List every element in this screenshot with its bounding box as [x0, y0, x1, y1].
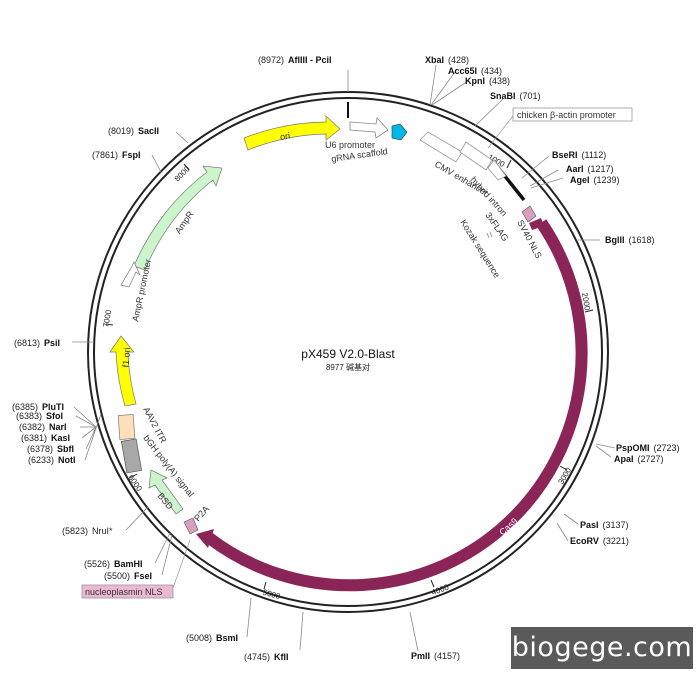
feature-label-3xflag: 3xFLAG — [483, 210, 510, 243]
site-lines — [72, 64, 616, 652]
feature-3xflag-mark-2 — [489, 231, 493, 238]
chicken-actin-leader — [487, 115, 514, 149]
feature-grna-scaffold[interactable] — [391, 123, 408, 141]
site-fspI[interactable]: (7861)FspI — [92, 150, 141, 160]
feature-sv40-nls[interactable] — [521, 205, 537, 223]
chicken-actin-label-box — [512, 107, 633, 122]
site-ecoRV[interactable]: EcoRV(3221) — [570, 536, 629, 546]
watermark-logo: biogege.com — [511, 627, 693, 669]
scale-ticks — [105, 159, 594, 590]
feature-bsd[interactable] — [148, 469, 184, 515]
feature-label-nucleoplasmin-nls: nucleoplasmin NLS — [85, 587, 163, 597]
feature-cmv-enhancer-arrow[interactable] — [419, 131, 463, 163]
site-sbfI[interactable]: (6378)SbfI — [27, 444, 74, 454]
backbone-inner — [93, 97, 603, 607]
site-aarI[interactable]: AarI(1217) — [566, 164, 614, 174]
feature-bgh-polya[interactable] — [120, 438, 143, 474]
nucleoplasmin-leader — [172, 539, 191, 589]
site-pasI[interactable]: PasI(3137) — [580, 520, 629, 530]
site-bsmI[interactable]: (5008)BsmI — [186, 633, 238, 643]
site-narI[interactable]: (6382)NarI — [19, 422, 67, 432]
site-aflIII-pciI[interactable]: (8972)AflIII - PciI — [258, 55, 332, 65]
site-sacII[interactable]: (8019)SacII — [108, 126, 159, 136]
site-pspOMI[interactable]: PspOMI(2723) — [616, 443, 680, 453]
feature-label-chicken-actin-promoter: chicken β-actin promoter — [517, 110, 616, 120]
site-snaBI[interactable]: SnaBI(701) — [490, 91, 541, 101]
site-fseI[interactable]: (5500)FseI — [104, 571, 152, 581]
site-psiI[interactable]: (6813)PsiI — [14, 338, 60, 348]
tick-label-7000: 7000 — [101, 309, 113, 329]
feature-label-u6-promoter: U6 promoter — [325, 140, 375, 150]
feature-3xflag-mark — [486, 232, 490, 239]
site-kpnI[interactable]: KpnI(438) — [465, 76, 510, 86]
feature-u6-promoter[interactable] — [349, 117, 389, 139]
feature-label-p2a: P2A — [192, 504, 211, 523]
feature-chicken-actin-promoter-arrow[interactable] — [459, 141, 493, 171]
site-bseRI[interactable]: BseRI(1112) — [552, 150, 606, 160]
site-bglII[interactable]: BglII(1618) — [605, 235, 655, 245]
plasmid-name: pX459 V2.0-Blast — [301, 347, 395, 361]
nucleoplasmin-label-box — [81, 584, 174, 599]
tick-label-8000: 8000 — [173, 164, 192, 183]
feature-label-ori: ori — [279, 131, 291, 143]
site-acc65I[interactable]: Acc65I(434) — [448, 66, 502, 76]
feature-label-f1-ori: f1 ori — [121, 347, 133, 368]
feature-hybrid-intron-arrow[interactable] — [487, 159, 507, 181]
feature-cas9-start[interactable] — [529, 218, 544, 230]
feature-f1-ori[interactable] — [109, 335, 137, 407]
feature-aav2-itr[interactable] — [117, 414, 136, 440]
site-pluTI[interactable]: (6385)PluTI — [12, 402, 64, 412]
site-ageI[interactable]: AgeI(1239) — [570, 175, 620, 185]
site-nruI[interactable]: (5823)NruI* — [62, 526, 113, 536]
feature-cas9-arrowhead[interactable] — [196, 529, 214, 548]
feature-ampr-promoter[interactable] — [120, 261, 141, 288]
site-notI[interactable]: (6233)NotI — [28, 455, 76, 465]
plasmid-size: 8977 碱基对 — [326, 362, 370, 372]
feature-ampr[interactable] — [133, 165, 223, 271]
feature-cas9-arc[interactable] — [205, 219, 588, 592]
site-apaI[interactable]: ApaI(2727) — [614, 454, 664, 464]
feature-ori[interactable] — [243, 115, 341, 151]
feature-p2a[interactable] — [183, 517, 199, 535]
site-xbaI[interactable]: XbaI(428) — [425, 55, 469, 65]
site-kasI[interactable]: (6381)KasI — [21, 433, 70, 443]
site-bamHI[interactable]: (5526)BamHI — [84, 559, 143, 569]
site-kflI[interactable]: (4745)KflI — [244, 652, 289, 662]
site-pmlI[interactable]: PmlI(4157) — [411, 651, 460, 661]
site-sfoI[interactable]: (6383)SfoI — [16, 411, 63, 421]
